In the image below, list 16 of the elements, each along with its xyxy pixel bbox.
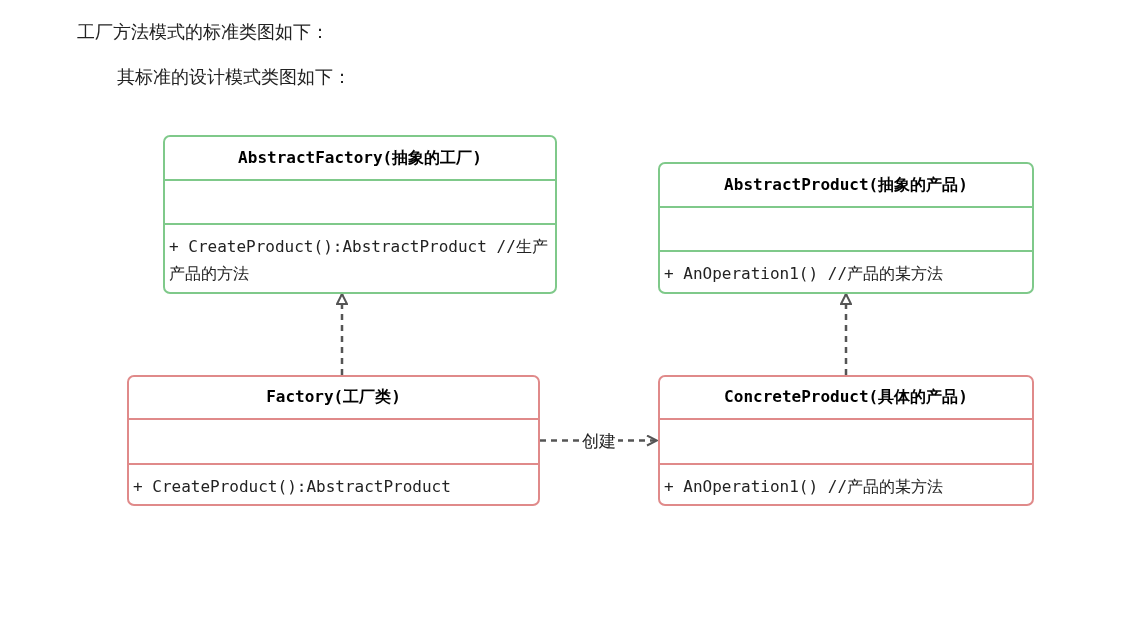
method-text: + CreateProduct():AbstractProduct //生产产品的方法 <box>168 236 549 285</box>
realization-arrow <box>840 293 852 375</box>
method-text: + CreateProduct():AbstractProduct <box>132 476 452 498</box>
class-name: AbstractFactory(抽象的工厂) <box>165 137 555 181</box>
class-name: Factory(工厂类) <box>129 377 538 420</box>
class-name: AbstractProduct(抽象的产品) <box>660 164 1032 208</box>
heading-text: 工厂方法模式的标准类图如下： <box>77 20 329 44</box>
class-box <box>658 162 1034 294</box>
method-text: + AnOperation1() //产品的某方法 <box>663 476 945 498</box>
class-name: ConcreteProduct(具体的产品) <box>660 377 1032 420</box>
realization-arrow <box>336 293 348 375</box>
class-box <box>658 375 1034 506</box>
class-box <box>163 135 557 294</box>
class-box <box>127 375 540 506</box>
method-text: + AnOperation1() //产品的某方法 <box>663 263 945 285</box>
heading-text: 其标准的设计模式类图如下： <box>117 65 351 89</box>
